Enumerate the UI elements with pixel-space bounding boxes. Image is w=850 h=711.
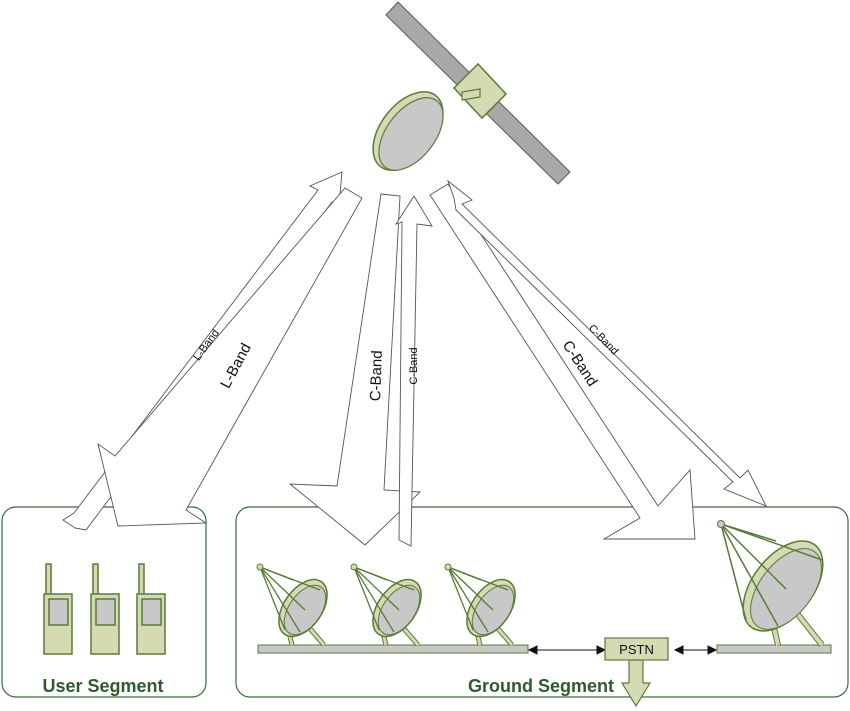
satellite-icon bbox=[372, 1, 571, 185]
antenna-platform-right bbox=[716, 644, 832, 654]
c-band-center-downlink-arrow bbox=[288, 193, 422, 546]
c-band-right-downlink-arrow bbox=[429, 183, 696, 540]
dish-antenna-icon bbox=[717, 520, 825, 647]
ground-segment-box bbox=[235, 506, 849, 698]
c-band-right-uplink-arrow bbox=[447, 179, 767, 507]
handheld-phone-icon bbox=[90, 563, 120, 655]
dish-antenna-icon bbox=[445, 564, 525, 645]
ground-segment-label: Ground Segment bbox=[468, 676, 614, 696]
dish-antenna-icon bbox=[256, 563, 328, 647]
pstn-connections bbox=[527, 645, 718, 655]
antenna-platform-left bbox=[257, 644, 529, 654]
c-band-center-small-label: C-Band bbox=[408, 347, 420, 384]
l-band-downlink-arrow bbox=[97, 187, 363, 527]
user-segment-box bbox=[1, 506, 207, 698]
handheld-phones bbox=[43, 563, 166, 655]
link-arrows bbox=[62, 171, 767, 547]
user-segment-label: User Segment bbox=[42, 676, 163, 696]
dish-antenna-icon bbox=[351, 564, 431, 645]
pstn-label: PSTN bbox=[619, 642, 654, 657]
pstn-box-icon bbox=[604, 637, 669, 708]
c-band-center-large-label: C-Band bbox=[367, 350, 386, 401]
handheld-phone-icon bbox=[136, 563, 166, 655]
c-band-center-uplink-arrow bbox=[394, 195, 433, 547]
handheld-phone-icon bbox=[43, 563, 73, 655]
